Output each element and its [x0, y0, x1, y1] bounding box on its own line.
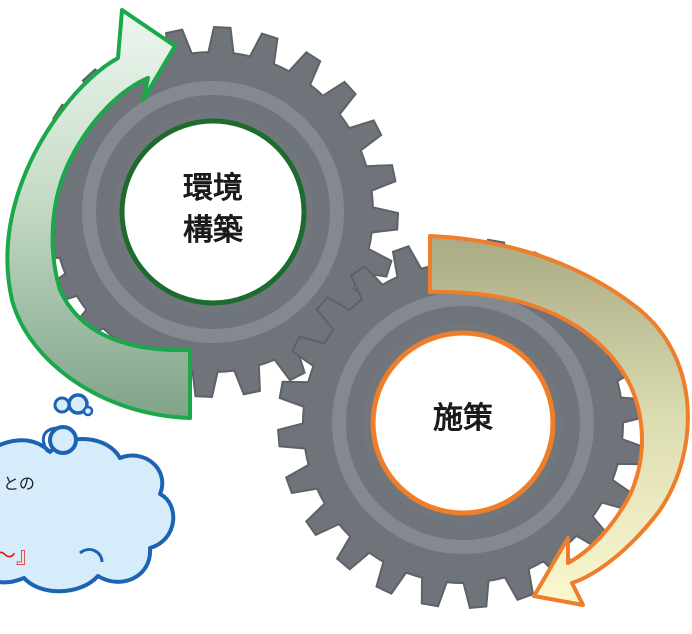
top-gear-hub	[119, 118, 307, 306]
cloud-text-line2: 〜』	[0, 544, 39, 569]
top-gear-label: 環境 構築	[155, 168, 271, 252]
bottom-gear-hub	[370, 330, 556, 516]
green-cycle-arrow-icon	[5, 8, 192, 420]
cloud-text-line1: との	[3, 474, 35, 493]
top-gear-icon	[26, 25, 400, 399]
thought-cloud-icon	[0, 393, 176, 594]
top-gear-label-line1: 環境	[183, 171, 243, 206]
orange-cycle-arrow-icon	[428, 234, 690, 607]
bottom-gear-label: 施策	[433, 401, 493, 436]
top-gear-label-line2: 構築	[183, 213, 243, 248]
